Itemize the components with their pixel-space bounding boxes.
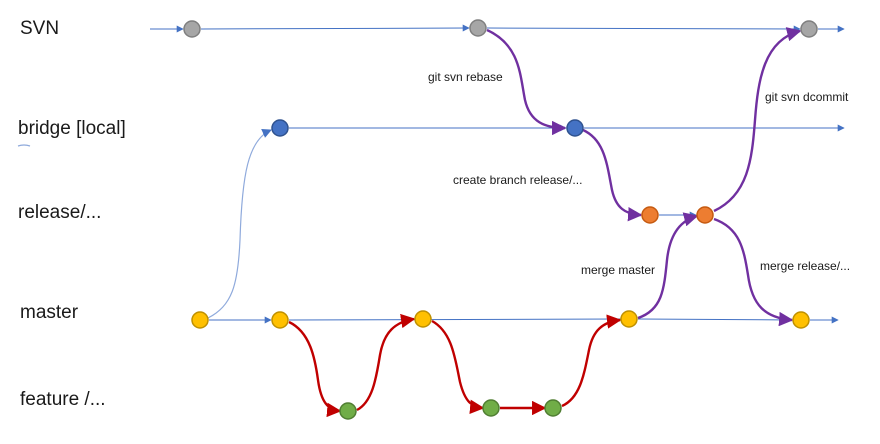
decorative-stroke [17,144,31,147]
arrow-master-to-feature-2 [431,319,485,414]
label-create-branch: create branch release/... [453,173,582,187]
label-merge-master: merge master [581,263,655,277]
commit-node-feature-2 [482,399,500,417]
commit-node-bridge-2 [566,119,584,137]
commit-node-svn-1 [183,20,201,38]
commit-node-master-5 [792,311,810,329]
arrow-master-to-feature-1 [288,320,342,418]
branch-master-to-bridge [207,129,272,319]
commit-node-master-1 [191,311,209,329]
arrow-bridge-to-release [582,128,643,222]
label-git-svn-rebase: git svn rebase [428,70,503,84]
commit-node-release-2 [696,206,714,224]
label-merge-release: merge release/... [760,259,850,273]
lane-label-master: master [20,302,79,323]
commit-node-svn-2 [469,19,487,37]
lane-label-feature: feature /... [20,389,106,410]
commit-node-release-1 [641,206,659,224]
commit-node-bridge-1 [271,119,289,137]
arrow-release-to-svn [713,27,802,213]
commit-node-master-3 [414,310,432,328]
arrow-feature-to-master-1 [356,313,416,412]
arrow-feature-to-master-2 [561,314,622,408]
lane-label-release: release/... [18,202,101,223]
arrow-master-to-release [637,212,699,320]
commit-node-feature-3 [544,399,562,417]
lane-label-svn: SVN [20,18,59,39]
master-line-3 [637,318,793,321]
commit-node-feature-1 [339,402,357,420]
arrow-svn-to-bridge [486,28,567,136]
commit-node-master-2 [271,311,289,329]
master-line-2 [288,318,622,321]
label-git-svn-dcommit: git svn dcommit [765,90,849,104]
svn-line-1 [200,24,470,32]
svn-line-2 [486,25,801,33]
arrow-release-to-master [713,217,794,327]
commit-node-master-4 [620,310,638,328]
lane-label-bridge: bridge [local] [18,118,126,139]
commit-node-svn-3 [800,20,818,38]
